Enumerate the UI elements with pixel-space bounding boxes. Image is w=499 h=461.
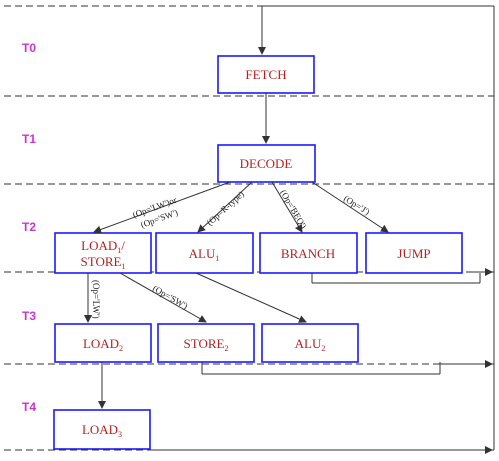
state-box-alu2 (261, 323, 359, 363)
load2-text: LOAD (83, 336, 119, 351)
state-label-store2: STORE2 (184, 336, 229, 353)
state-box-fetch (217, 55, 315, 94)
load3-sub: 3 (118, 430, 122, 439)
arrow-decode-to-branch (271, 181, 303, 233)
alu2-text: ALU (295, 336, 322, 351)
cond-rtype: (Op=R-type) (205, 189, 246, 228)
phase-label-t1: T1 (22, 132, 36, 146)
state-box-load2 (54, 323, 152, 363)
return-path (262, 5, 495, 450)
state-label-fetch: FETCH (245, 67, 286, 82)
load3-text: LOAD (82, 422, 118, 437)
cond-beq: (Op='BEQ') (278, 188, 308, 231)
alu1-sub: 1 (215, 254, 219, 263)
state-box-jump (365, 232, 463, 274)
load2-sub: 2 (119, 344, 123, 353)
load1-sub: 1 (117, 246, 121, 255)
phase-label-t4: T4 (22, 400, 36, 414)
phase-label-t0: T0 (22, 41, 36, 55)
state-label-decode: DECODE (240, 156, 293, 171)
phase-label-t2: T2 (22, 220, 36, 234)
state-label-alu1: ALU1 (189, 246, 220, 263)
load1-slash: / (121, 238, 125, 253)
arrow-load1-to-store2 (119, 272, 207, 323)
state-label-load1-store1-line2: STORE1 (81, 254, 126, 271)
state-label-alu2: ALU2 (295, 336, 326, 353)
alu2-sub: 2 (321, 344, 325, 353)
store1-text: STORE (81, 254, 122, 269)
arrow-decode-to-alu1 (197, 181, 253, 233)
store2-sub: 2 (224, 344, 228, 353)
phase-label-t3: T3 (22, 309, 36, 323)
state-label-load2: LOAD2 (83, 336, 123, 353)
state-box-store2 (157, 323, 255, 363)
arrow-decode-to-jump (311, 181, 389, 233)
store1-sub: 1 (121, 262, 125, 271)
state-box-load3 (53, 409, 151, 450)
state-box-load1-store1 (54, 232, 152, 274)
state-label-branch: BRANCH (281, 246, 335, 261)
cond-lw: (Op='LW') (91, 280, 101, 319)
cond-sw2: (Op='SW') (151, 283, 190, 311)
alu1-text: ALU (189, 246, 216, 261)
state-label-load3: LOAD3 (82, 422, 122, 439)
state-box-decode (217, 144, 316, 183)
load1-text: LOAD (81, 238, 117, 253)
state-box-alu1 (155, 232, 254, 274)
arrow-alu1-to-alu2 (195, 272, 307, 323)
arrow-decode-to-load1 (93, 181, 231, 234)
state-box-branch (259, 232, 358, 274)
state-label-jump: JUMP (397, 246, 430, 261)
store2-text: STORE (184, 336, 225, 351)
state-label-load1-store1-line1: LOAD1/ (81, 238, 125, 255)
